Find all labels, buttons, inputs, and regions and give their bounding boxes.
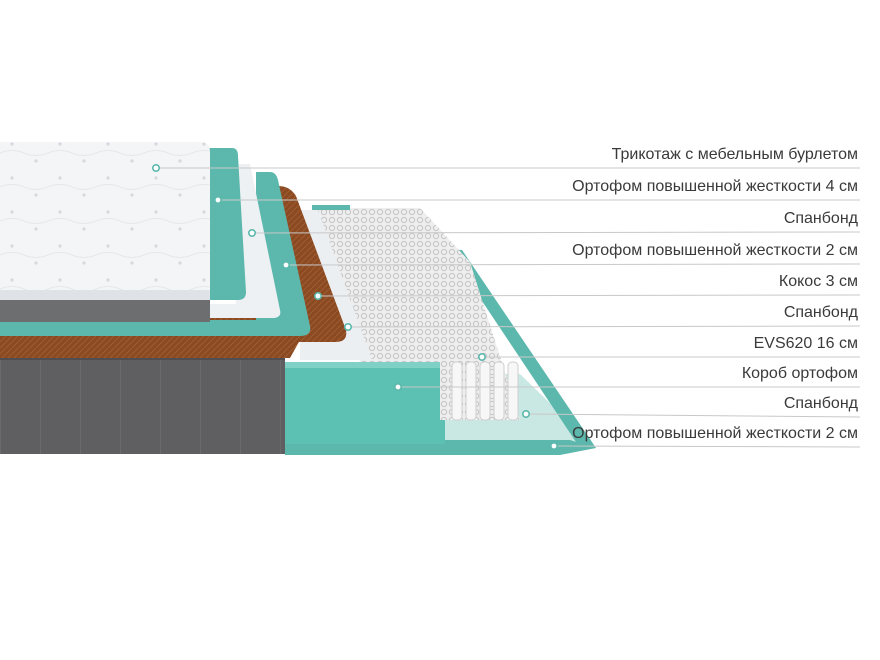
layer-label-orthofoam-4: Ортофом повышенной жесткости 4 см xyxy=(572,178,858,195)
orthofoam-box-block xyxy=(285,362,445,444)
leader-dot-coconut-3 xyxy=(313,291,322,300)
leader-line-spunbond-1 xyxy=(251,231,861,234)
layer-label-coconut-3: Кокос 3 см xyxy=(778,273,858,290)
leader-line-coconut-3 xyxy=(317,294,861,297)
layer-label-knit-cover: Трикотаж с мебельным бурлетом xyxy=(611,146,858,163)
layer-label-spunbond-2: Спанбонд xyxy=(783,304,858,321)
coconut-strip xyxy=(0,340,300,358)
leader-dot-evs620 xyxy=(477,352,486,361)
velour-side xyxy=(0,350,285,454)
layer-label-orthofoam-2-top: Ортофом повышенной жесткости 2 см xyxy=(572,242,858,259)
leader-lines xyxy=(152,164,861,450)
layer-label-spunbond-1: Спанбонд xyxy=(783,210,858,227)
cover-band xyxy=(0,300,210,322)
leader-dot-orthofoam-box xyxy=(393,382,402,391)
layer-label-evs620: EVS620 16 см xyxy=(753,335,858,352)
leader-line-orthofoam-2-top xyxy=(285,263,861,266)
leader-line-spunbond-3 xyxy=(525,413,861,418)
leader-line-orthofoam-2-bottom xyxy=(553,445,861,448)
springs-block xyxy=(312,205,520,421)
leader-dot-spunbond-1 xyxy=(248,229,257,238)
layer-label-orthofoam-box: Короб ортофом xyxy=(741,365,858,382)
spunbond-sheet-1 xyxy=(0,164,281,318)
leader-dot-orthofoam-4 xyxy=(214,196,223,205)
orthofoam-2-top-layer xyxy=(0,172,311,336)
knit-cover-layer xyxy=(0,142,210,300)
leader-dot-spunbond-2 xyxy=(343,322,352,331)
layer-label-spunbond-3: Спанбонд xyxy=(783,395,858,412)
leader-line-spunbond-2 xyxy=(347,325,861,328)
leader-dot-orthofoam-2-top xyxy=(281,260,290,269)
orthofoam-4-layer xyxy=(0,148,246,300)
layer-label-orthofoam-2-bottom: Ортофом повышенной жесткости 2 см xyxy=(572,425,858,442)
leader-dot-spunbond-3 xyxy=(521,409,530,418)
leader-dot-knit-cover xyxy=(152,164,161,173)
leader-dot-orthofoam-2-bottom xyxy=(549,441,558,450)
